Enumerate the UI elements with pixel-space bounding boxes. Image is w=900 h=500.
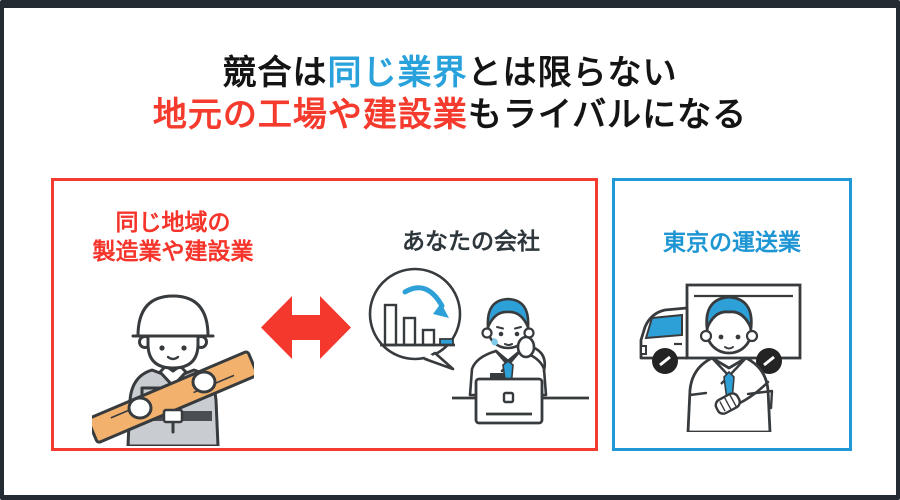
title-segment: もライバルになる <box>467 96 748 134</box>
competitor-label-line2: 製造業や建設業 <box>92 238 254 264</box>
double-arrow-icon <box>261 296 351 359</box>
title-segment: とは限らない <box>467 54 678 92</box>
title-segment-highlight-blue: 同じ業界 <box>327 54 468 92</box>
transport-label: 東京の運送業 <box>663 229 801 255</box>
local-competitor-box: 同じ地域の 製造業や建設業 あなたの会社 <box>51 178 598 451</box>
construction-worker-icon <box>92 280 254 446</box>
title-segment: 競合は <box>222 54 328 92</box>
your-company-label: あなたの会社 <box>402 228 540 254</box>
title-segment-highlight-red: 地元の工場や建設業 <box>152 96 468 134</box>
declining-chart-bubble-icon <box>367 262 471 380</box>
competitor-label-line1: 同じ地域の <box>115 209 231 235</box>
worried-businessman-laptop-icon <box>452 291 592 429</box>
title-line-1: 競合は同じ業界とは限らない <box>4 52 896 94</box>
title-line-2: 地元の工場や建設業もライバルになる <box>4 94 896 136</box>
page-title: 競合は同じ業界とは限らない 地元の工場や建設業もライバルになる <box>4 52 896 136</box>
delivery-truck-driver-icon <box>632 282 832 432</box>
tokyo-transport-box: 東京の運送業 <box>612 178 852 451</box>
competitor-label: 同じ地域の 製造業や建設業 <box>57 208 289 266</box>
